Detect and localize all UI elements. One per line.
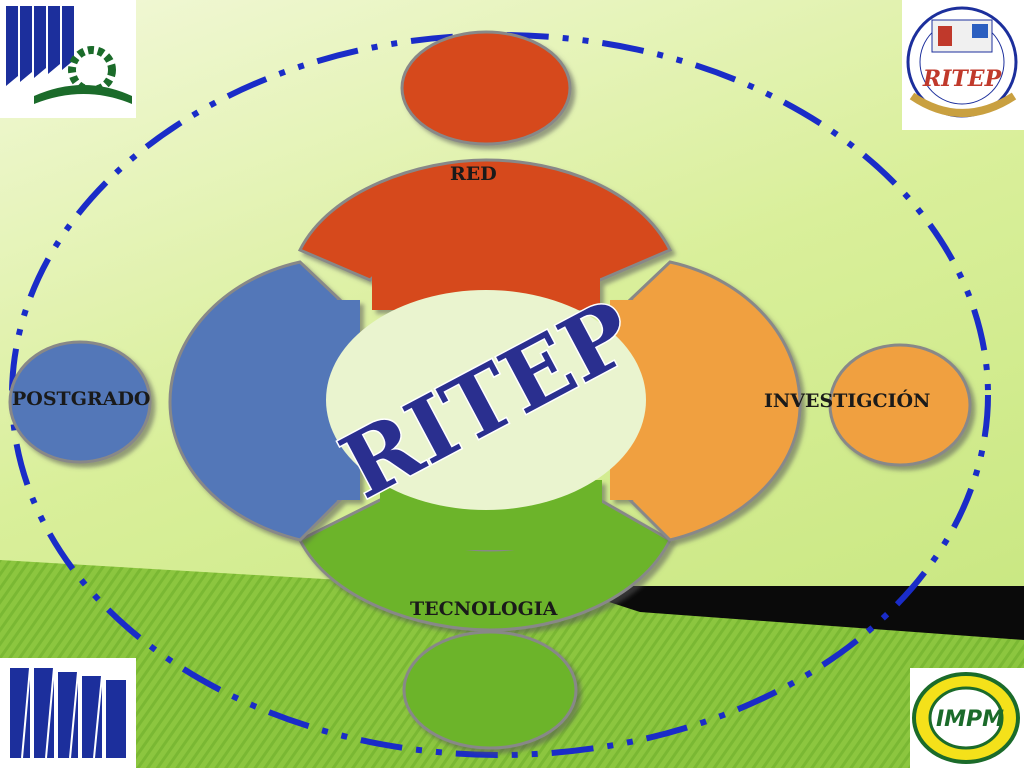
node-label-tecnologia: TECNOLOGIA bbox=[410, 598, 558, 620]
dashed-ring bbox=[9, 32, 991, 758]
person-green bbox=[297, 480, 672, 750]
logo-bottom-right: IMPM bbox=[910, 668, 1024, 768]
node-label-investigacion: INVESTIGCIÓN bbox=[764, 390, 931, 412]
node-label-red: RED bbox=[450, 163, 497, 185]
logo-top-right: RITEP bbox=[902, 0, 1024, 130]
logo-top-left bbox=[0, 0, 136, 118]
person-blue bbox=[8, 260, 360, 542]
person-red bbox=[297, 30, 673, 310]
logo-top-right-text: RITEP bbox=[922, 66, 1003, 92]
logo-bottom-left bbox=[0, 658, 136, 768]
logo-bottom-right-text: IMPM bbox=[936, 707, 1004, 732]
black-stripe bbox=[560, 586, 1024, 640]
center-disc bbox=[326, 290, 646, 510]
node-label-postgrado: POSTGRADO bbox=[12, 388, 151, 410]
